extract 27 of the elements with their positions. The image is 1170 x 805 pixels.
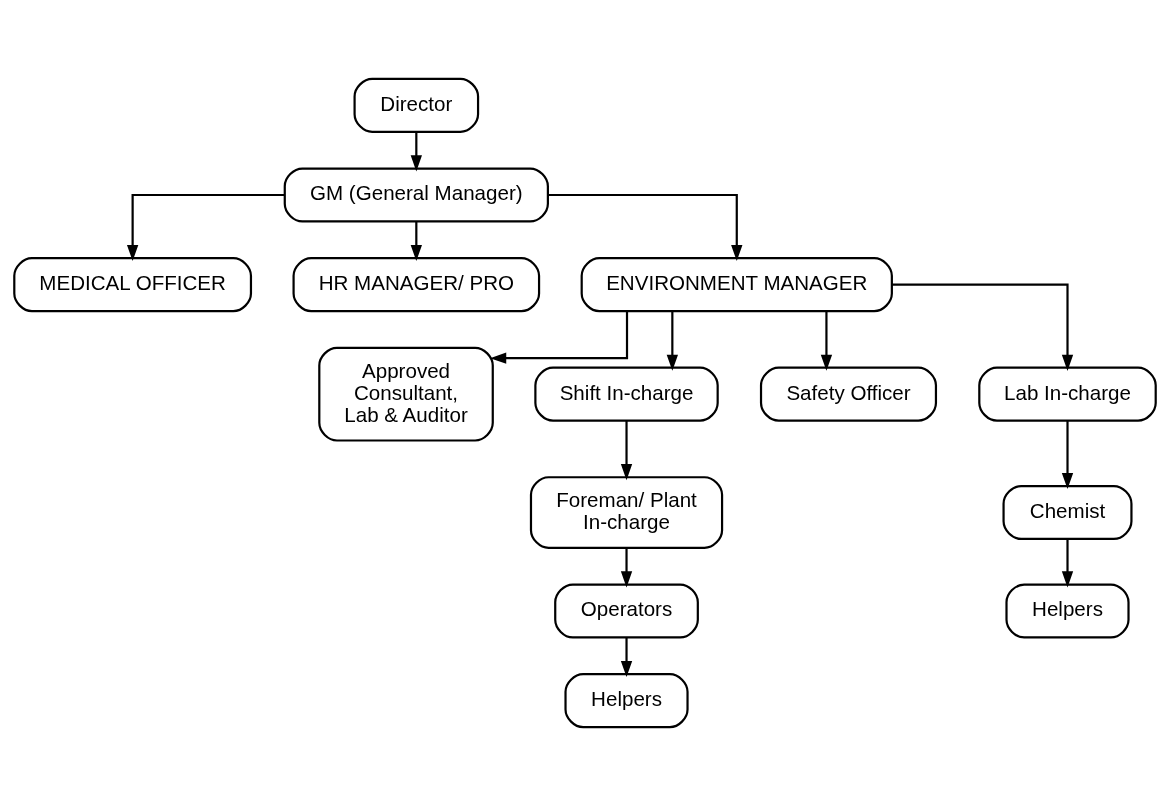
arrow [620,547,633,587]
node-box: Operators [554,582,699,639]
arrow [1061,420,1074,489]
arrow [490,310,629,364]
node-box: GM (General Manager) [283,166,549,223]
node-box: Helpers [564,672,689,728]
arrow [620,420,633,480]
node-box: Safety Officer [759,366,938,422]
node-box: Approved Consultant, Lab & Auditor [318,346,494,442]
node-box: Helpers [1005,582,1130,639]
arrow [410,221,422,261]
node-box: Lab In-charge [978,366,1157,422]
node-box: Foreman/ Plant In-charge [529,475,724,549]
node-box: MEDICAL OFFICER [13,256,253,312]
arrow [548,193,743,261]
node-box: ENVIRONMENT MANAGER [580,256,893,312]
arrow [891,283,1074,371]
arrow [820,310,833,371]
node-box: Director [353,77,480,133]
arrow [410,131,422,171]
arrow [1061,538,1074,587]
arrow [126,193,285,261]
arrow [620,637,633,677]
node-box: Shift In-charge [534,366,719,422]
arrow [666,310,678,371]
node-box: Chemist [1002,484,1133,540]
node-box: HR MANAGER/ PRO [292,256,541,312]
